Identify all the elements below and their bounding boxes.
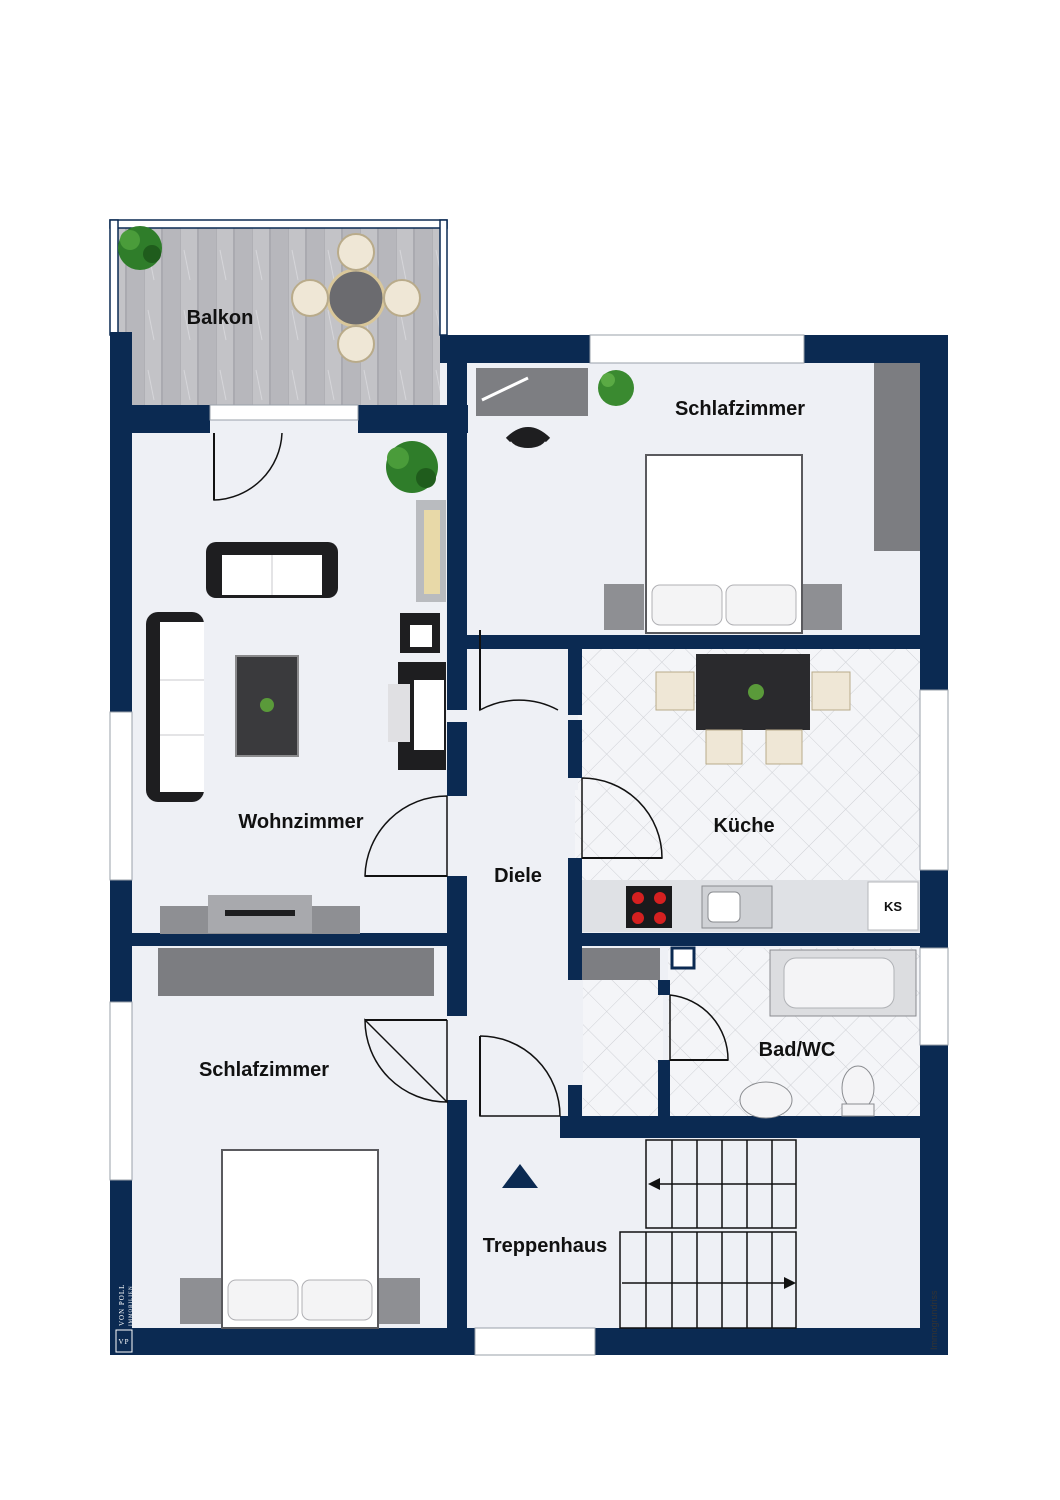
- label-kueche: Küche: [713, 815, 774, 837]
- bad-shelf: [582, 948, 660, 980]
- sink-icon: [701, 885, 773, 929]
- credit-immogrundriss: Immogrundriss: [929, 1290, 939, 1350]
- von-poll-logo: VP VON POLL IMMOBILIEN: [115, 1284, 134, 1353]
- coffee-table: [235, 655, 299, 757]
- label-schlafzimmer-top: Schlafzimmer: [675, 398, 805, 420]
- balkon-table-set: [291, 233, 421, 363]
- walls: [110, 332, 948, 1355]
- tv-sideboard: [160, 895, 360, 934]
- label-wohnzimmer: Wohnzimmer: [238, 811, 363, 833]
- sofa-small: [206, 542, 338, 598]
- balkon-railing-right: [439, 219, 448, 336]
- label-treppenhaus: Treppenhaus: [483, 1235, 607, 1257]
- sofa-large: [146, 612, 204, 802]
- door-swings: [213, 432, 729, 1117]
- stair-arrow-right: [784, 1277, 796, 1289]
- dining-set: [655, 654, 851, 765]
- svg-text:IMMOBILIEN: IMMOBILIEN: [129, 1285, 134, 1326]
- wohnzimmer-plant-icon: [386, 441, 438, 493]
- schlafzimmer-top-plant-icon: [598, 370, 634, 406]
- bookshelf: [416, 500, 446, 602]
- up-arrow-icon: [502, 1164, 538, 1188]
- svg-text:VP: VP: [119, 1338, 130, 1346]
- double-bed-top: [604, 454, 842, 634]
- balkon-floor-overlay: [130, 228, 440, 418]
- label-schlafzimmer-bottom: Schlafzimmer: [199, 1059, 329, 1081]
- fireplace: [388, 613, 446, 770]
- door-leaves: [213, 433, 728, 1116]
- kueche-floor-left: [575, 790, 585, 880]
- wardrobe-bottom: [158, 948, 434, 996]
- bathtub: [769, 949, 917, 1017]
- balkon-railing-left: [109, 219, 119, 336]
- cooktop-icon: [626, 886, 672, 928]
- balkon-railing: [109, 219, 448, 229]
- wardrobe-top: [874, 363, 920, 551]
- desk-chair: [505, 427, 551, 448]
- label-bad: Bad/WC: [759, 1039, 836, 1061]
- bad-floor-entry: [583, 980, 663, 1116]
- windows: [109, 334, 949, 1356]
- label-diele: Diele: [494, 865, 542, 887]
- double-bed-bottom: [180, 1149, 420, 1329]
- washbasin: [739, 1081, 793, 1119]
- stairs: [619, 1139, 797, 1329]
- svg-text:VON POLL: VON POLL: [118, 1284, 126, 1326]
- balkon-plant-icon: [118, 226, 162, 270]
- ks-label: KS: [884, 899, 902, 914]
- toilet: [841, 1065, 875, 1117]
- label-balkon: Balkon: [187, 307, 254, 329]
- desk: [476, 368, 588, 416]
- stair-arrow-up: [648, 1178, 660, 1190]
- bad-window-box: [670, 946, 696, 970]
